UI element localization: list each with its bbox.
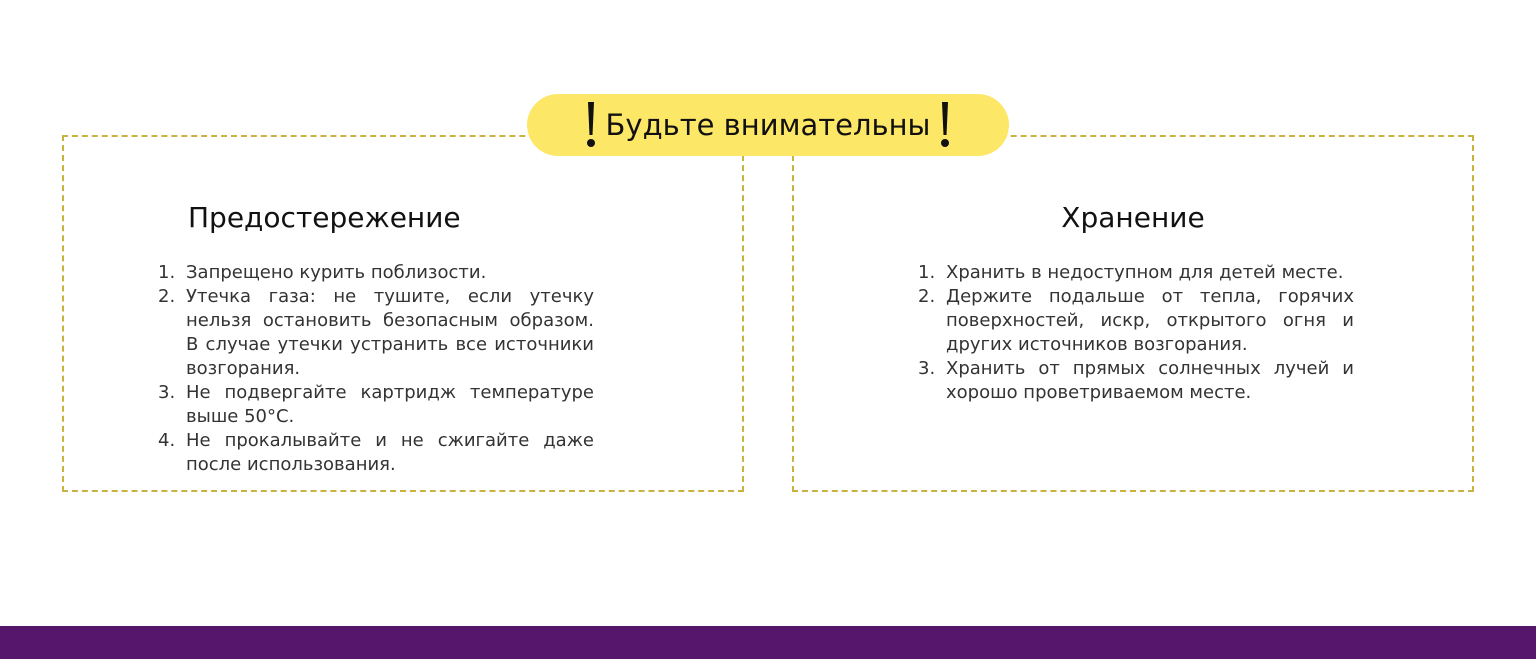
list-item-text: Держите подальше от тепла, горячих повер… (946, 286, 1354, 355)
list-item-text: Не прокалывайте и не сжигайте даже после… (186, 430, 594, 475)
list-item-number: 3. (918, 358, 936, 379)
list-item-number: 2. (158, 286, 176, 307)
list-item-number: 4. (158, 430, 176, 451)
exclamation-icon (586, 102, 595, 147)
list-item-text: Не подвергайте картридж температуре выше… (186, 382, 594, 427)
precaution-list: 1. Запрещено курить поблизости. 2. Утечк… (158, 261, 594, 477)
list-item-number: 1. (158, 262, 176, 283)
list-item: 2. Держите подальше от тепла, горячих по… (918, 285, 1354, 357)
storage-list: 1. Хранить в недоступном для детей месте… (918, 261, 1354, 405)
list-item-text: Хранить от прямых солнечных лучей и хоро… (946, 358, 1354, 403)
list-item: 1. Хранить в недоступном для детей месте… (918, 261, 1354, 285)
list-item-number: 3. (158, 382, 176, 403)
exclamation-icon (941, 102, 950, 147)
list-item: 1. Запрещено курить поблизости. (158, 261, 594, 285)
list-item-number: 1. (918, 262, 936, 283)
precaution-title: Предостережение (188, 201, 461, 234)
footer-bar (0, 626, 1536, 659)
list-item-text: Утечка газа: не тушите, если утечку нель… (186, 286, 594, 379)
warning-badge-text: Будьте внимательны (605, 107, 931, 142)
list-item: 3. Хранить от прямых солнечных лучей и х… (918, 357, 1354, 405)
precaution-panel: Предостережение 1. Запрещено курить побл… (62, 135, 744, 492)
storage-title: Хранение (1061, 201, 1205, 234)
list-item-text: Хранить в недоступном для детей месте. (946, 262, 1344, 283)
list-item: 4. Не прокалывайте и не сжигайте даже по… (158, 429, 594, 477)
list-item-number: 2. (918, 286, 936, 307)
storage-panel: Хранение 1. Хранить в недоступном для де… (792, 135, 1474, 492)
list-item-text: Запрещено курить поблизости. (186, 262, 487, 283)
list-item: 2. Утечка газа: не тушите, если утечку н… (158, 285, 594, 381)
list-item: 3. Не подвергайте картридж температуре в… (158, 381, 594, 429)
warning-badge: Будьте внимательны (527, 94, 1009, 156)
